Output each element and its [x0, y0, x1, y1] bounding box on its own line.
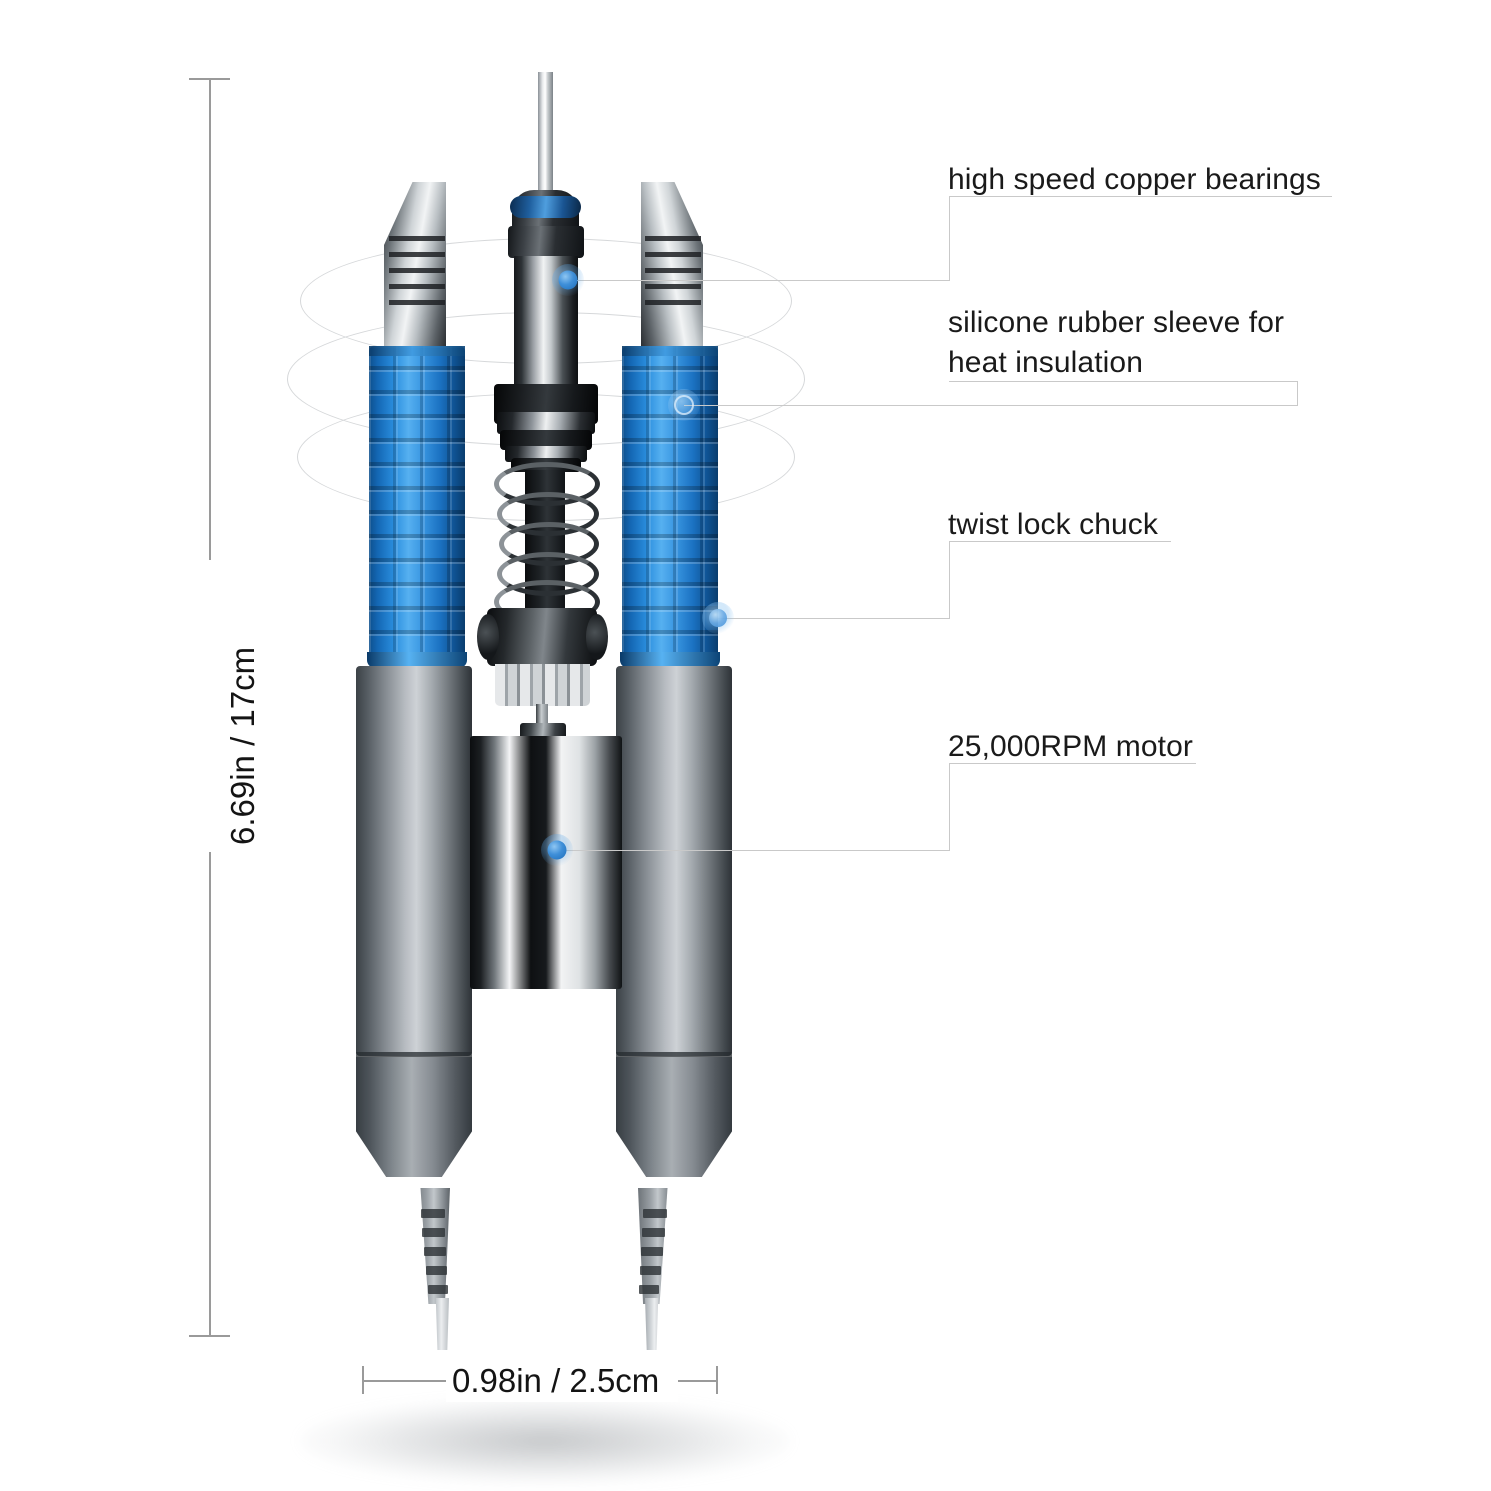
- bearing-collar: [508, 226, 584, 258]
- barrel-right: [616, 666, 732, 1056]
- height-label-backdrop: [186, 560, 234, 852]
- boot-rib: [422, 1228, 445, 1237]
- knurl-ring: [389, 284, 445, 289]
- barrel-left: [356, 666, 472, 1056]
- knurl-ring: [389, 236, 445, 241]
- barrel-seam: [356, 1052, 472, 1057]
- leader-line-vertical: [949, 541, 950, 619]
- knurl-ring: [645, 284, 701, 289]
- boot-rib: [639, 1285, 659, 1294]
- chuck-knob-ear-right: [586, 614, 608, 660]
- callout-dot-chuck[interactable]: [702, 602, 734, 634]
- motor-cylinder: [470, 736, 622, 989]
- blue-anodized-band: [510, 196, 581, 218]
- power-cable-left: [435, 1298, 449, 1350]
- knurl-ring: [645, 268, 701, 273]
- boot-rib: [640, 1266, 661, 1275]
- barrel-seam: [616, 1052, 732, 1057]
- grip-top-collar: [622, 346, 718, 356]
- boot-rib: [426, 1266, 447, 1275]
- fluted-collet: [495, 664, 590, 706]
- leader-line-horizontal: [718, 618, 950, 619]
- height-tick-top: [189, 78, 230, 80]
- boot-rib: [428, 1285, 448, 1294]
- callout-dot-core: [709, 609, 727, 627]
- callout-dot-core: [558, 270, 578, 290]
- width-label-backdrop: [446, 1360, 678, 1402]
- callout-dot-core: [674, 395, 694, 415]
- knurl-ring: [645, 252, 701, 257]
- knurl-ring: [645, 236, 701, 241]
- boot-rib: [643, 1209, 667, 1218]
- boot-rib: [421, 1209, 445, 1218]
- grip-top-collar: [369, 346, 465, 356]
- chuck-knob-ear-left: [477, 614, 499, 660]
- chuck-ring-bright: [497, 412, 595, 434]
- knurl-ring: [645, 300, 701, 305]
- grip-texture: [369, 346, 465, 668]
- tail-cap-left: [356, 1057, 472, 1177]
- leader-underline: [949, 381, 1298, 382]
- power-cable-right: [645, 1298, 659, 1350]
- chuck-ring-lower: [500, 430, 592, 450]
- callout-dot-core: [547, 840, 567, 860]
- motor-shaft-collar: [520, 723, 566, 740]
- callout-label-motor: 25,000RPM motor: [948, 730, 1193, 763]
- leader-line-vertical: [949, 763, 950, 851]
- leader-line-vertical: [949, 196, 950, 281]
- width-tick-left: [362, 1366, 364, 1394]
- leader-line-horizontal: [684, 405, 1298, 406]
- knurl-ring: [389, 300, 445, 305]
- boot-rib: [424, 1247, 446, 1256]
- height-tick-bottom: [189, 1335, 230, 1337]
- grip-bottom-collar: [620, 652, 720, 668]
- leader-underline: [949, 541, 1171, 542]
- callout-label-bearings: high speed copper bearings: [948, 163, 1321, 196]
- callout-dot-motor[interactable]: [541, 834, 573, 866]
- callout-dot-sleeve[interactable]: [668, 389, 700, 421]
- callout-dot-bearings[interactable]: [552, 264, 584, 296]
- leader-line-vertical: [1297, 381, 1298, 406]
- twist-lock-chuck-knob: [487, 608, 597, 666]
- boot-rib: [642, 1228, 665, 1237]
- callout-label-sleeve: silicone rubber sleeve for heat insulati…: [948, 306, 1285, 379]
- height-dimension-label: 6.69in / 17cm: [224, 646, 261, 845]
- knurl-ring: [389, 268, 445, 273]
- grip-bottom-collar: [367, 652, 467, 668]
- callout-label-chuck: twist lock chuck: [948, 508, 1158, 541]
- floor-shadow: [300, 1398, 790, 1484]
- leader-underline: [949, 763, 1196, 764]
- drill-bit-shank: [538, 72, 553, 197]
- silicone-grip-left: [369, 346, 465, 668]
- leader-line-horizontal: [557, 850, 950, 851]
- knurl-ring: [389, 252, 445, 257]
- boot-rib: [641, 1247, 663, 1256]
- width-dimension-label: 0.98in / 2.5cm: [452, 1362, 660, 1399]
- width-tick-right: [716, 1366, 718, 1394]
- leader-line-horizontal: [568, 280, 950, 281]
- tail-cap-right: [616, 1057, 732, 1177]
- leader-underline: [949, 196, 1332, 197]
